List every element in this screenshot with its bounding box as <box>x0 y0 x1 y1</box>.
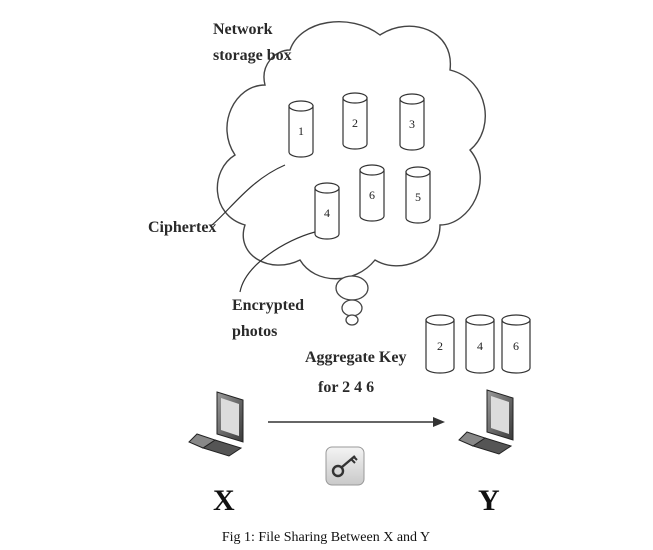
computer-icon <box>188 391 244 457</box>
network-storage-cloud <box>216 21 486 326</box>
sender-label: X <box>213 484 235 517</box>
cylinder-label: 5 <box>415 190 421 204</box>
cylinder-label: 2 <box>352 116 358 130</box>
aggregate-label-line1: Aggregate Key <box>305 349 406 366</box>
cloud-label-line2: storage box <box>213 47 292 64</box>
arrow-right-icon <box>268 417 445 427</box>
ciphertext-label: Ciphertex <box>148 219 216 236</box>
storage-cylinder: 1 <box>288 100 314 158</box>
cloud-cylinders: 1 2 3 4 6 5 <box>288 92 431 240</box>
encrypted-pointer <box>239 231 316 293</box>
cylinder-label: 4 <box>324 206 330 220</box>
storage-cylinder: 5 <box>405 166 431 224</box>
cylinder-label: 1 <box>298 124 304 138</box>
receiver-label: Y <box>478 484 500 517</box>
cloud-label-line1: Network <box>213 21 273 38</box>
computer-icon <box>458 389 514 455</box>
cylinder-label: 2 <box>437 339 443 353</box>
cylinder-label: 4 <box>477 339 483 353</box>
storage-cylinder: 6 <box>359 164 385 222</box>
storage-cylinder: 6 <box>501 314 531 374</box>
cylinder-label: 3 <box>409 117 415 131</box>
cylinder-label: 6 <box>369 188 375 202</box>
storage-cylinder: 2 <box>342 92 368 150</box>
key-icon <box>325 446 365 486</box>
shared-cylinders: 2 4 6 <box>425 314 531 374</box>
storage-cylinder: 4 <box>465 314 495 374</box>
encrypted-label-line1: Encrypted <box>232 297 304 314</box>
storage-cylinder: 2 <box>425 314 455 374</box>
aggregate-label-line2: for 2 4 6 <box>318 379 374 396</box>
encrypted-label-line2: photos <box>232 323 277 340</box>
storage-cylinder: 3 <box>399 93 425 151</box>
cylinder-label: 6 <box>513 339 519 353</box>
storage-cylinder: 4 <box>314 182 340 240</box>
ciphertext-pointer <box>211 164 286 226</box>
figure-caption: Fig 1: File Sharing Between X and Y <box>222 530 430 545</box>
